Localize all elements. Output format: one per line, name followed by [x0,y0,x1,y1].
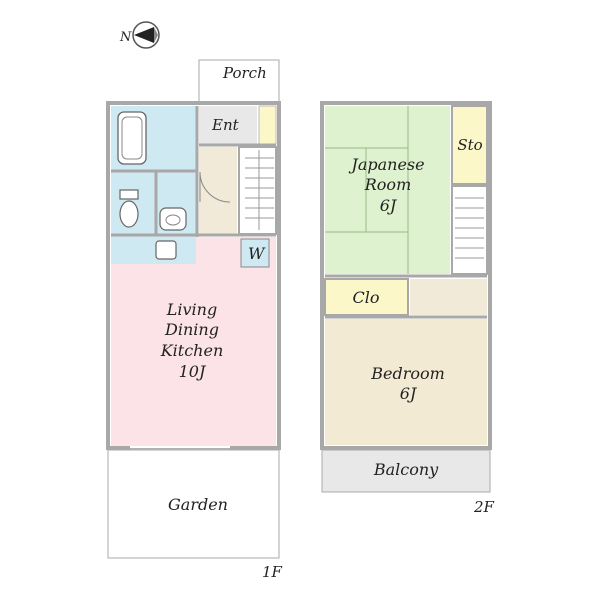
entrance [199,106,257,144]
shoe-cabinet [258,105,277,145]
ldk-label-line-4: 10J [179,362,207,381]
bathtub-icon [117,111,147,165]
kitchen-counter [111,236,196,264]
bedroom [325,319,487,445]
storage [451,105,488,185]
toilet-tank-icon [119,189,139,200]
north-label: N [119,30,132,45]
floor-2: Japanese Room 6J Sto Clo Bedroom 6J Balc… [320,101,495,516]
storage-label: Sto [457,136,482,154]
upper-hall [410,279,487,315]
balcony [321,449,491,493]
toilet-icon [119,200,139,228]
garden-label: Garden [168,495,228,514]
compass-tail-icon [154,27,158,43]
kitchen-sink-icon [155,240,177,260]
japanese-room-label-line-3: 6J [380,196,398,215]
closet [324,278,409,316]
japanese-room [325,106,450,274]
washbasin-icon [159,207,187,231]
japanese-room-label-line-1: Japanese [348,155,424,174]
bathtub-inner-icon [121,116,143,160]
garden [107,449,280,559]
compass: N [119,21,160,49]
bedroom-label-line-1: Bedroom [370,364,445,383]
porch-label: Porch [222,64,267,82]
porch-area [198,59,280,105]
ldk-label-line-2: Dining [164,320,219,339]
japanese-room-label-line-2: Room [364,175,411,194]
hallway [199,147,237,234]
ldk-label-line-1: Living [166,300,217,319]
stair-treads-1f [245,150,274,230]
floor-1-label: 1F [262,563,283,581]
tatami-lines [325,106,409,274]
compass-needle-icon [134,27,154,43]
ldk-label-line-3: Kitchen [160,341,224,360]
ldk-floor [111,237,276,446]
balcony-label: Balcony [373,460,439,479]
stair-treads-2f [455,197,484,259]
staircase-2f [451,185,488,275]
bedroom-label-line-2: 6J [400,384,418,403]
staircase-1f [238,146,277,235]
washbasin-bowl-icon [165,214,181,226]
floor-2-label: 2F [473,498,495,516]
closet-label: Clo [353,288,380,307]
entrance-label: Ent [211,116,240,134]
floor-1: Porch Ent [106,59,283,581]
washer-label-over: W [248,244,266,263]
